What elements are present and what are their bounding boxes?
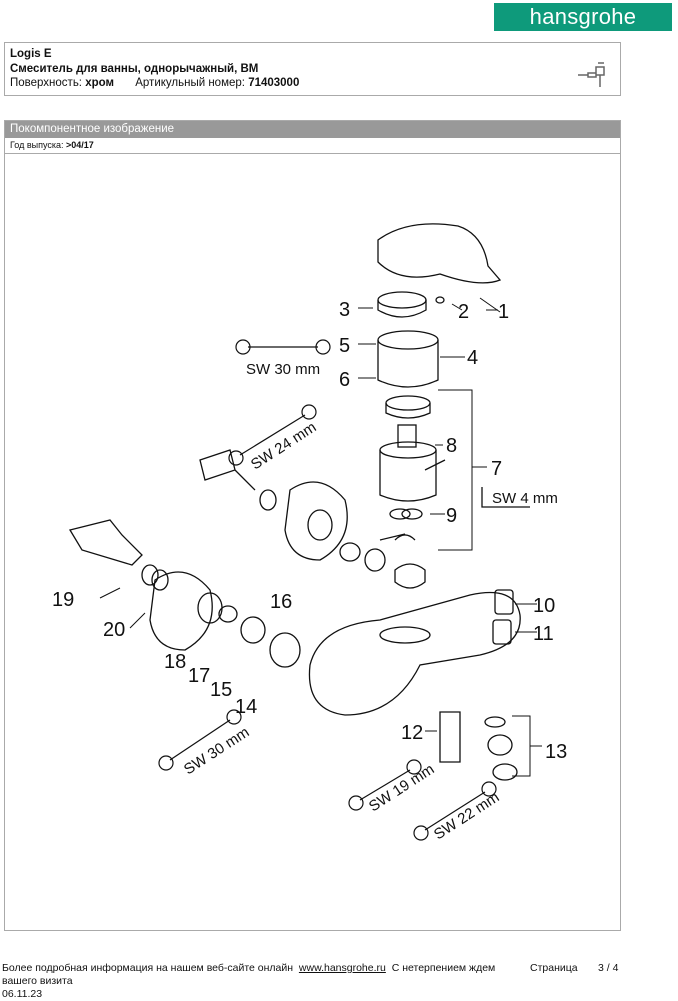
article-number: 71403000 [248, 77, 300, 89]
product-thumbnail [578, 62, 605, 87]
part-escutcheon-upper [284, 481, 348, 561]
wrench-label-sw22: SW 22 mm [431, 789, 502, 844]
wrench-label-sw30-top: SW 30 mm [246, 361, 320, 378]
surface-value: хром [85, 77, 115, 89]
part-label-6: 6 [339, 369, 350, 391]
part-label-5: 5 [339, 335, 350, 357]
wrench-label-sw30-bottom: SW 30 mm [181, 724, 252, 779]
part-label-16: 16 [270, 591, 292, 613]
hex-key [481, 487, 530, 508]
year-label: Год выпуска: [10, 140, 64, 150]
part-label-13: 13 [545, 741, 567, 763]
part-label-7: 7 [491, 458, 502, 480]
part-label-8: 8 [446, 435, 457, 457]
part-label-3: 3 [339, 299, 350, 321]
wrench-icons [158, 339, 497, 841]
part-label-12: 12 [401, 722, 423, 744]
part-label-11: 11 [533, 623, 554, 645]
hex-key-label-sw4: SW 4 mm [492, 490, 558, 507]
page-number: 3 / 4 [598, 962, 619, 974]
release-year: Год выпуска: >04/17 [5, 138, 620, 154]
footer: Более подробная информация на нашем веб-… [2, 962, 495, 1001]
part-label-9: 9 [446, 505, 457, 527]
part-label-10: 10 [533, 595, 555, 617]
article-label: Артикульный номер: [135, 77, 245, 89]
exploded-view-section: Покомпонентное изображение Год выпуска: … [4, 120, 621, 931]
part-label-15: 15 [210, 679, 232, 701]
part-label-4: 4 [467, 347, 478, 369]
part-label-2: 2 [458, 301, 469, 323]
part-label-17: 17 [188, 665, 210, 687]
part-eccentric [68, 519, 143, 566]
part-label-14: 14 [235, 696, 257, 718]
part-label-19: 19 [52, 589, 74, 611]
section-title: Покомпонентное изображение [5, 121, 620, 138]
product-description: Смеситель для ванны, однорычажный, ВМ [10, 62, 259, 75]
product-name: Logis E [10, 48, 52, 60]
part-cover-ring [377, 291, 427, 309]
year-value: >04/17 [66, 140, 94, 150]
part-handle [377, 223, 502, 284]
footer-date: 06.11.23 [2, 988, 43, 1000]
part-spout-body [308, 591, 521, 716]
wrench-label-sw24: SW 24 mm [248, 419, 319, 474]
website-link[interactable]: www.hansgrohe.ru [298, 962, 386, 974]
part-label-20: 20 [103, 619, 125, 641]
page-label: Страница [530, 962, 578, 974]
part-label-18: 18 [164, 651, 186, 673]
hansgrohe-logo: hansgrohe [494, 3, 672, 31]
wrench-label-sw19: SW 19 mm [366, 761, 437, 816]
footer-text: Более подробная информация на нашем веб-… [2, 962, 294, 974]
part-label-1: 1 [498, 301, 509, 323]
footer-text-3: вашего визита [2, 975, 73, 987]
part-sleeve [377, 340, 439, 388]
footer-text-2: С нетерпением ждем [391, 962, 496, 974]
surface-label: Поверхность: [10, 77, 83, 89]
part-escutcheon-lower [149, 571, 213, 651]
product-header: Logis E Смеситель для ванны, однорычажны… [4, 42, 621, 96]
part-cartridge [379, 450, 437, 502]
